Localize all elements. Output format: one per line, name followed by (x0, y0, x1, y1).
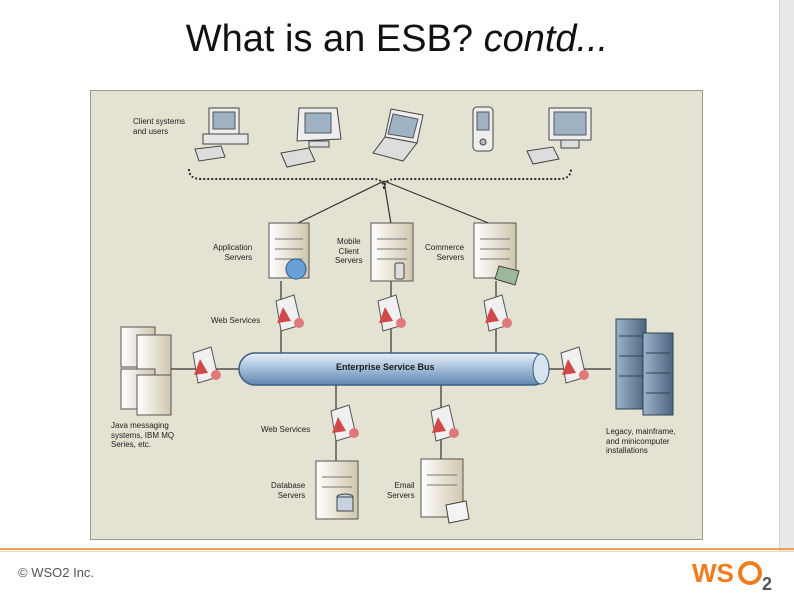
mobile-client-server-icon (370, 222, 414, 282)
desktop-computer-2-icon (526, 107, 592, 165)
title-plain: What is an ESB? (185, 18, 474, 60)
enterprise-service-bus-label: Enterprise Service Bus (336, 362, 435, 372)
mobile-label-line: Mobile (336, 237, 361, 246)
web-services-bottom-label: Web Services (261, 425, 311, 434)
app-label-line: Servers (224, 252, 253, 262)
wso2-logo: WS 2 (692, 558, 772, 592)
app-label-line: Application (213, 243, 253, 252)
title-italic: contd... (483, 18, 609, 60)
mobile-label-line: Client (338, 246, 359, 256)
legacy-label-line: and minicomputer (606, 436, 670, 446)
diagram-canvas (120, 106, 674, 524)
web-service-icon-5 (430, 404, 459, 442)
commerce-label-line: Servers (436, 252, 465, 262)
db-label-line: Servers (277, 490, 306, 500)
application-server-icon (268, 222, 310, 280)
database-server-icon (315, 460, 359, 520)
mobile-label-line: Servers (335, 256, 363, 265)
right-edge-strip (779, 0, 794, 552)
email-label-line: Servers (387, 490, 415, 500)
email-label-line: Email (394, 481, 415, 490)
laptop-icon (372, 108, 424, 162)
slide-title: What is an ESB? contd... (0, 18, 794, 61)
web-service-icon-1 (275, 294, 304, 332)
copyright-text: © WSO2 Inc. (18, 565, 95, 580)
web-service-icon-left (192, 346, 221, 384)
web-services-top-label: Web Services (211, 316, 261, 325)
commerce-server-icon (473, 222, 520, 286)
web-service-icon-4 (330, 404, 359, 442)
footer-divider-shadow (0, 551, 794, 552)
enterprise-service-bus-pipe (238, 352, 550, 386)
pda-handheld-icon (472, 106, 494, 152)
java-label-line: systems, IBM MQ (111, 430, 175, 440)
web-service-icon-2 (377, 294, 406, 332)
legacy-label-line: installations (606, 446, 648, 455)
footer-divider (0, 548, 794, 550)
commerce-label-line: Commerce (425, 243, 465, 252)
web-service-icon-3 (483, 294, 512, 332)
logo-o-ring (738, 561, 762, 585)
client-label-line: Client systems (133, 117, 186, 126)
logo-ws-text: WS (692, 558, 734, 588)
legacy-mainframe-racks-icon (615, 318, 674, 416)
logo-2-text: 2 (762, 574, 772, 592)
java-label-line: Java messaging (111, 421, 169, 430)
desktop-computer-1-icon (194, 107, 249, 162)
crt-monitor-icon (280, 107, 342, 168)
java-messaging-servers-icon (120, 326, 172, 416)
java-label-line: Series, etc. (111, 440, 152, 449)
legacy-label-line: Legacy, mainframe, (606, 427, 676, 436)
db-label-line: Database (271, 481, 306, 490)
connector-lines (161, 168, 611, 461)
client-label-line: and users (133, 126, 169, 136)
web-service-icon-right (560, 346, 589, 384)
email-server-icon (420, 458, 470, 524)
